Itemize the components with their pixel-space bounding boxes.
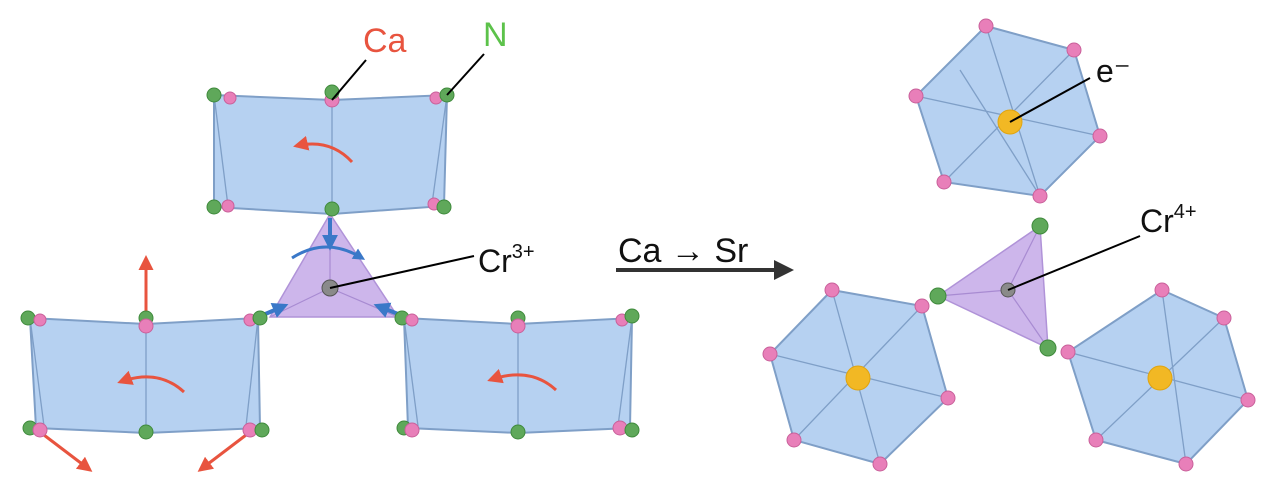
ca-atom [1240, 392, 1256, 408]
ca-atom [824, 282, 840, 298]
displacement-arrow [197, 430, 251, 472]
cr-n4-tetrahedron [929, 217, 1057, 357]
ca-atom [914, 298, 930, 314]
n-atom [324, 201, 340, 217]
n-atom [624, 422, 640, 438]
ca-atom [1066, 42, 1082, 58]
ca-atom [762, 346, 778, 362]
ca-atom [32, 422, 48, 438]
ca-atom [33, 313, 47, 327]
ca-atom [1060, 344, 1076, 360]
displacement-arrow [39, 430, 93, 472]
ca-atom [978, 18, 994, 34]
electron-site [845, 365, 871, 391]
n-atom [929, 287, 947, 305]
ca-atom [221, 199, 235, 213]
n-atom [436, 199, 452, 215]
ca-label: Ca [363, 22, 407, 60]
ca-atom [1154, 282, 1170, 298]
n-atom [20, 310, 36, 326]
ca-leader-line [331, 59, 367, 101]
ca-atom [786, 432, 802, 448]
n-atom [206, 199, 222, 215]
ca-atom [872, 456, 888, 472]
bottom-left-octahedron [762, 282, 956, 472]
bottom-right-ca-polyhedron [402, 316, 634, 435]
n-atom [206, 87, 222, 103]
top-ca-polyhedron [213, 93, 449, 216]
rotation-arrow [293, 135, 354, 164]
cr4-label: Cr4+ [1140, 201, 1197, 239]
n-atom [324, 84, 340, 100]
bottom-left-ca-polyhedron [28, 316, 262, 435]
rotation-arrow [117, 370, 186, 394]
ca-atom [138, 318, 154, 334]
electron-leader-line [1009, 77, 1091, 123]
n-atom [252, 310, 268, 326]
electron-label: e⁻ [1096, 53, 1131, 89]
n-atom [510, 424, 526, 440]
ca-atom [404, 422, 420, 438]
n-atom [254, 422, 270, 438]
ca-atom [940, 390, 956, 406]
cr3-label: Cr3+ [478, 241, 535, 279]
bottom-right-octahedron [1060, 282, 1256, 472]
ca-atom [1092, 128, 1108, 144]
cr-n3-triangle [268, 212, 400, 318]
cr-leader-line [1007, 235, 1141, 291]
ca-atom [405, 313, 419, 327]
n-atom [138, 424, 154, 440]
ca-atom [1178, 456, 1194, 472]
left-structure: Ca N Cr3+ [20, 16, 640, 472]
ca-atom [510, 318, 526, 334]
ca-atom [1216, 310, 1232, 326]
n-leader-line [446, 53, 485, 96]
transformation-arrow: Ca → Sr [616, 232, 794, 280]
ca-atom [1088, 432, 1104, 448]
ca-to-sr-label: Ca → Sr [618, 232, 748, 270]
ca-atom [908, 88, 924, 104]
n-atom [1039, 339, 1057, 357]
ca-atom [1032, 188, 1048, 204]
n-atom [1031, 217, 1049, 235]
electron-site [1147, 365, 1173, 391]
ca-atom [223, 91, 237, 105]
rotation-arrow [487, 368, 558, 392]
cr-leader-line [329, 255, 475, 289]
ca-atom [936, 174, 952, 190]
right-structure: e⁻ Cr4+ [762, 18, 1256, 472]
top-octahedron [908, 18, 1108, 204]
n-atom [624, 308, 640, 324]
n-label: N [483, 16, 508, 54]
